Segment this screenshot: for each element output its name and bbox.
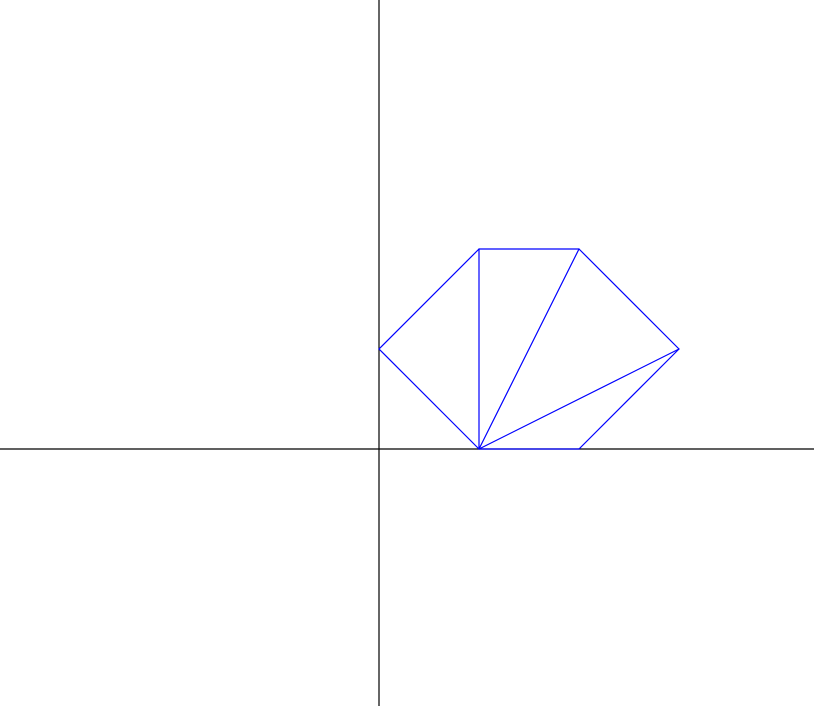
edge-cd [578, 248, 680, 350]
diagonal-ad [478, 248, 580, 450]
hexagon-fan-triangulation [378, 248, 680, 450]
edge-ef [378, 248, 480, 350]
edge-bc [578, 348, 680, 450]
edge-fa [378, 348, 480, 450]
diagonal-ac [478, 348, 680, 450]
